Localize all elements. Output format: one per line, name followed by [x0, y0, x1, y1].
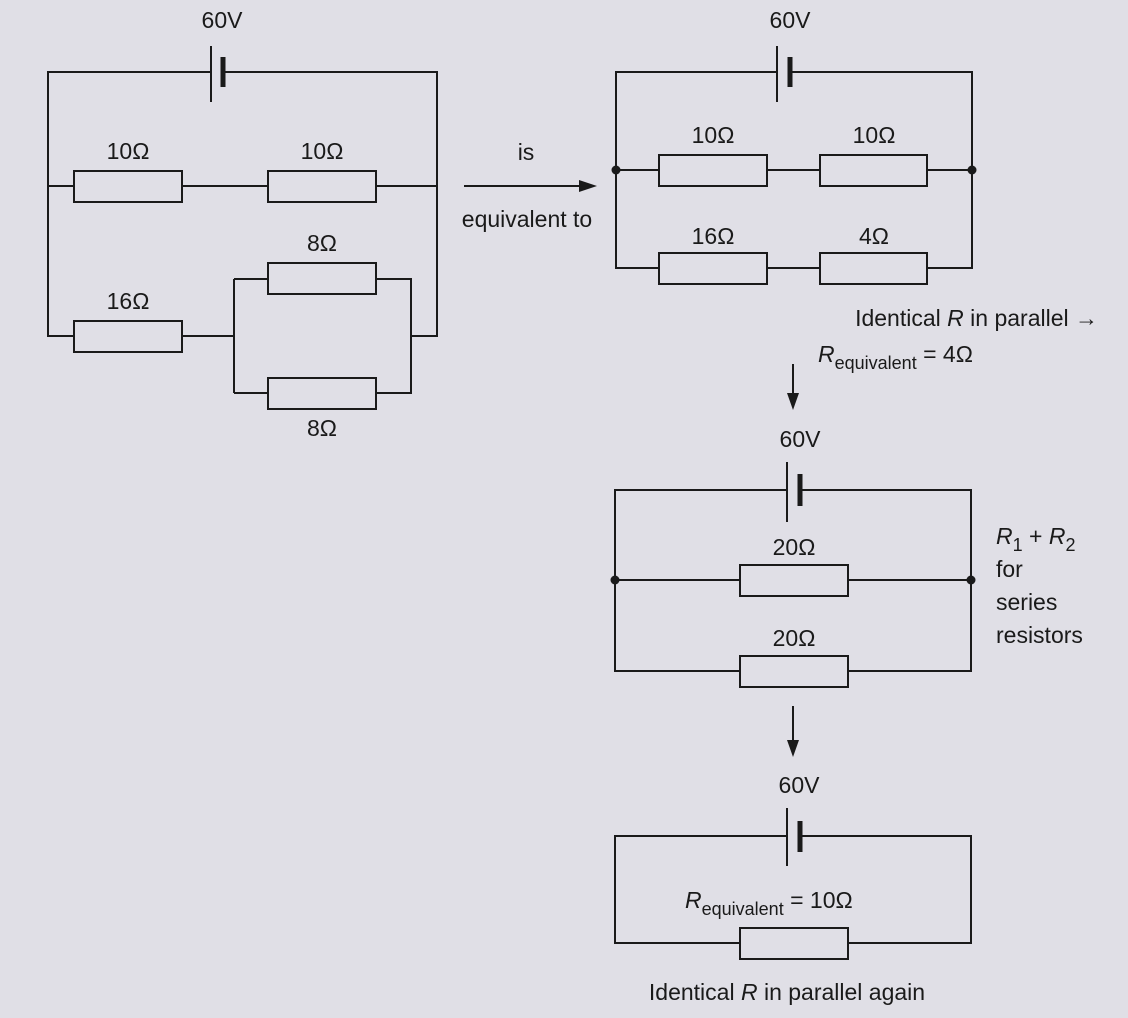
- note-for: for: [996, 556, 1023, 582]
- note-r-equivalent: Requivalent = 4Ω: [818, 341, 973, 373]
- junction-dot: [611, 165, 621, 175]
- equivalence-arrow: is equivalent to: [462, 139, 597, 232]
- resistor-label: 16Ω: [107, 288, 150, 314]
- note-identical-parallel-again: Identical R in parallel again: [649, 979, 925, 1005]
- resistor-label: 20Ω: [773, 534, 816, 560]
- circuit-4: 60V Requivalent = 10Ω Identical R in par…: [614, 772, 972, 1005]
- battery-label: 60V: [202, 7, 244, 33]
- resistor-label: 10Ω: [692, 122, 735, 148]
- resistor-20-top: [739, 564, 849, 597]
- arrow-head: [579, 180, 597, 192]
- resistor-equivalent: [739, 927, 849, 960]
- arrow-text-bottom: equivalent to: [462, 206, 592, 232]
- resistor-20-bottom: [739, 655, 849, 688]
- resistor-8-bottom: [267, 377, 377, 410]
- wire: [47, 71, 212, 337]
- wire: [182, 278, 412, 394]
- wire: [222, 71, 438, 337]
- resistor-10-left: [658, 154, 768, 187]
- resistor-16: [658, 252, 768, 285]
- resistor-10-right: [267, 170, 377, 203]
- note-r1-plus-r2: R1 + R2: [996, 523, 1076, 555]
- note-resistors: resistors: [996, 622, 1083, 648]
- resistor-label: 16Ω: [692, 223, 735, 249]
- resistor-label: 10Ω: [301, 138, 344, 164]
- resistor-10-right: [819, 154, 928, 187]
- resistor-label: 20Ω: [773, 625, 816, 651]
- resistor-10-left: [73, 170, 183, 203]
- down-arrow-head: [787, 740, 799, 757]
- resistor-label: 8Ω: [307, 415, 337, 441]
- junction-dot: [966, 575, 976, 585]
- resistor-label: 10Ω: [853, 122, 896, 148]
- circuit-3: 60V 20Ω 20Ω R1 + R2 for series resistors: [610, 426, 1083, 757]
- junction-dot: [967, 165, 977, 175]
- resistor-4: [819, 252, 928, 285]
- battery-label: 60V: [770, 7, 812, 33]
- wire: [616, 169, 972, 269]
- down-arrow-head: [787, 393, 799, 410]
- battery-label: 60V: [780, 426, 822, 452]
- battery-label: 60V: [779, 772, 821, 798]
- junction-dot: [610, 575, 620, 585]
- arrow-text-top: is: [518, 139, 535, 165]
- circuit-1: 60V 10Ω 10Ω 16Ω 8Ω 8Ω: [47, 7, 438, 441]
- wire: [614, 835, 787, 944]
- circuit-2: 60V 10Ω 10Ω 16Ω 4Ω Identical R in parall…: [611, 7, 1098, 410]
- note-series: series: [996, 589, 1057, 615]
- resistor-label: 4Ω: [859, 223, 889, 249]
- resistor-8-top: [267, 262, 377, 295]
- note-identical-parallel: Identical R in parallel →: [855, 305, 1098, 331]
- resistor-16: [73, 320, 183, 353]
- wire: [799, 835, 972, 944]
- resistor-label: 10Ω: [107, 138, 150, 164]
- resistor-label: 8Ω: [307, 230, 337, 256]
- r-equivalent-label: Requivalent = 10Ω: [685, 887, 853, 919]
